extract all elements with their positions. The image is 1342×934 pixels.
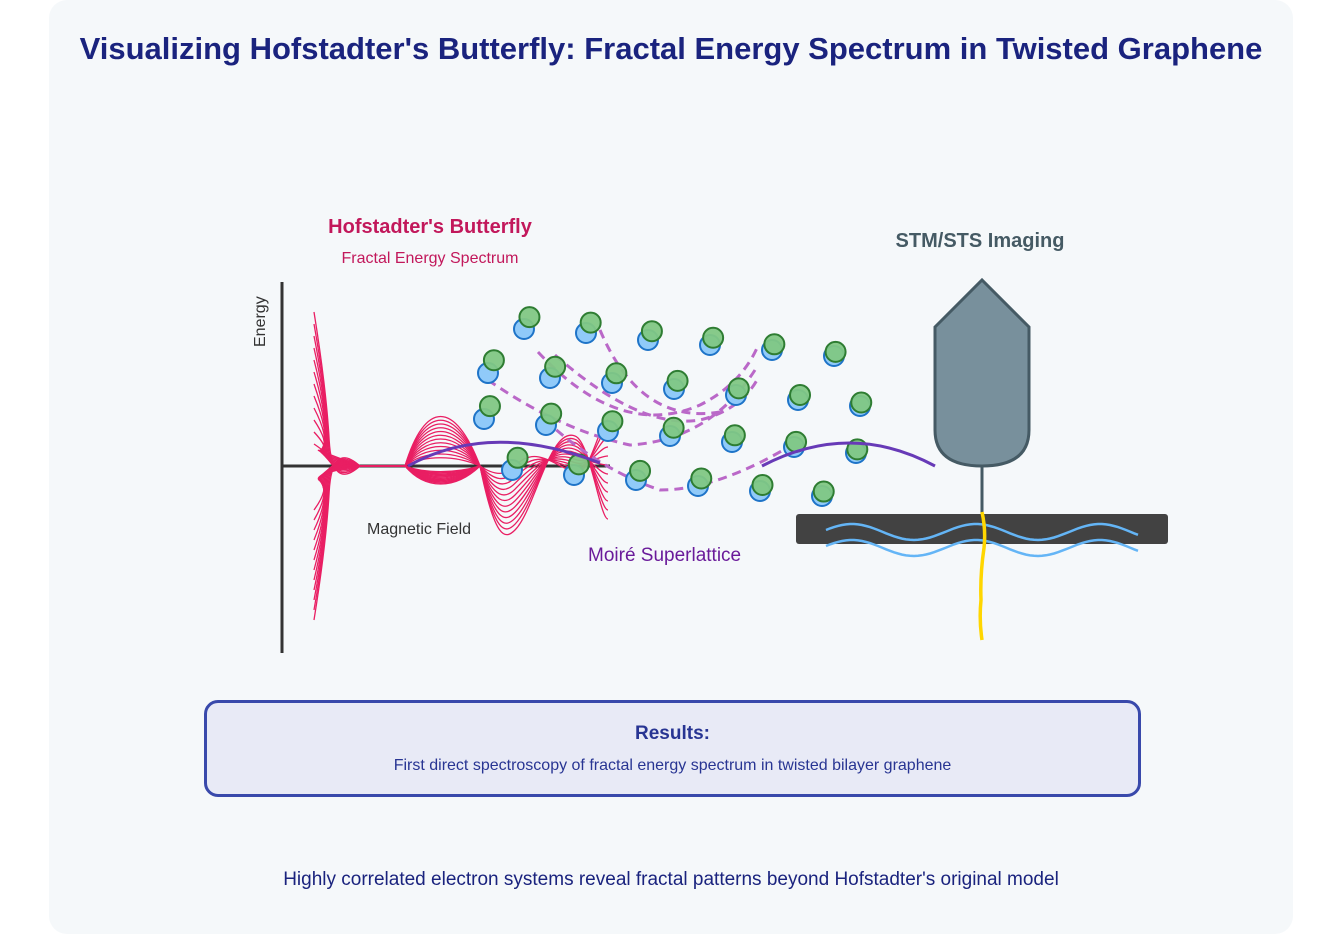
atom-layer-2 bbox=[662, 416, 685, 439]
moire-dashed-curve bbox=[598, 329, 721, 416]
sample-surface bbox=[796, 514, 1168, 544]
stm-tip-body bbox=[933, 277, 1031, 468]
atom-layer-2 bbox=[540, 402, 563, 425]
butterfly-subtitle: Fractal Energy Spectrum bbox=[341, 250, 519, 267]
moire-dashed-curves bbox=[487, 329, 801, 492]
atom-layer-2 bbox=[605, 362, 628, 385]
atom-layer-2 bbox=[629, 459, 652, 482]
butterfly-line bbox=[479, 444, 609, 519]
atom-layer-2 bbox=[518, 306, 541, 329]
atom-layer-2 bbox=[666, 369, 689, 392]
magnetic-field-label: Magnetic Field bbox=[367, 521, 472, 538]
butterfly-line bbox=[313, 335, 361, 472]
atom-layer-2 bbox=[763, 333, 786, 356]
butterfly-line bbox=[360, 415, 481, 467]
butterfly-title: Hofstadter's Butterfly bbox=[328, 216, 532, 238]
atom-layer-2 bbox=[751, 474, 774, 496]
lattice-atoms bbox=[473, 306, 873, 507]
moire-label: Moiré Superlattice bbox=[588, 545, 742, 566]
butterfly-line bbox=[404, 465, 481, 485]
atom-layer-2 bbox=[478, 395, 501, 418]
page-title: Visualizing Hofstadter's Butterfly: Frac… bbox=[79, 31, 1263, 66]
butterfly-line bbox=[479, 434, 609, 536]
atom-layer-2 bbox=[812, 480, 835, 503]
results-text: First direct spectroscopy of fractal ene… bbox=[393, 757, 952, 774]
moire-dashed-curve bbox=[554, 353, 759, 423]
butterfly-line bbox=[479, 441, 609, 524]
moire-dashed-curve bbox=[543, 418, 801, 492]
moire-waves bbox=[407, 440, 936, 468]
electron-wave-2 bbox=[825, 538, 1139, 558]
butterfly-line bbox=[313, 311, 361, 475]
butterfly-line bbox=[313, 465, 361, 511]
results-box: Results: First direct spectroscopy of fr… bbox=[204, 700, 1141, 797]
results-title: Results: bbox=[635, 723, 710, 744]
butterfly-line bbox=[313, 443, 361, 467]
butterfly-pattern bbox=[313, 311, 609, 621]
tunneling-current bbox=[978, 511, 987, 641]
atom-layer-2 bbox=[482, 349, 505, 372]
atom-layer-2 bbox=[690, 467, 713, 490]
atom-layer-2 bbox=[850, 391, 873, 414]
butterfly-line bbox=[313, 431, 361, 467]
atom-layer-2 bbox=[579, 311, 602, 334]
atom-layer-2 bbox=[544, 355, 567, 378]
butterfly-line bbox=[313, 457, 361, 621]
moire-dashed-curve bbox=[536, 347, 759, 417]
atom-layer-2 bbox=[601, 410, 624, 433]
butterfly-line bbox=[313, 323, 361, 474]
butterfly-line bbox=[479, 450, 609, 507]
footer-caption: Highly correlated electron systems revea… bbox=[283, 869, 1059, 890]
atom-layer-2 bbox=[506, 446, 529, 469]
atom-layer-2 bbox=[727, 377, 750, 400]
moire-wave bbox=[761, 441, 936, 468]
moire-wave bbox=[407, 440, 601, 468]
atom-layer-2 bbox=[824, 340, 847, 363]
butterfly-line bbox=[479, 437, 609, 485]
atom-layer-2 bbox=[723, 424, 746, 447]
moire-dashed-curve bbox=[487, 369, 757, 447]
electron-wave-1 bbox=[825, 522, 1139, 542]
atom-layer-2 bbox=[702, 326, 725, 349]
stm-title: STM/STS Imaging bbox=[895, 230, 1065, 252]
energy-axis-label: Energy bbox=[252, 296, 269, 347]
butterfly-line bbox=[479, 453, 609, 502]
stm-setup bbox=[796, 277, 1168, 641]
atom-layer-2 bbox=[640, 320, 663, 343]
atom-layer-2 bbox=[789, 383, 812, 406]
